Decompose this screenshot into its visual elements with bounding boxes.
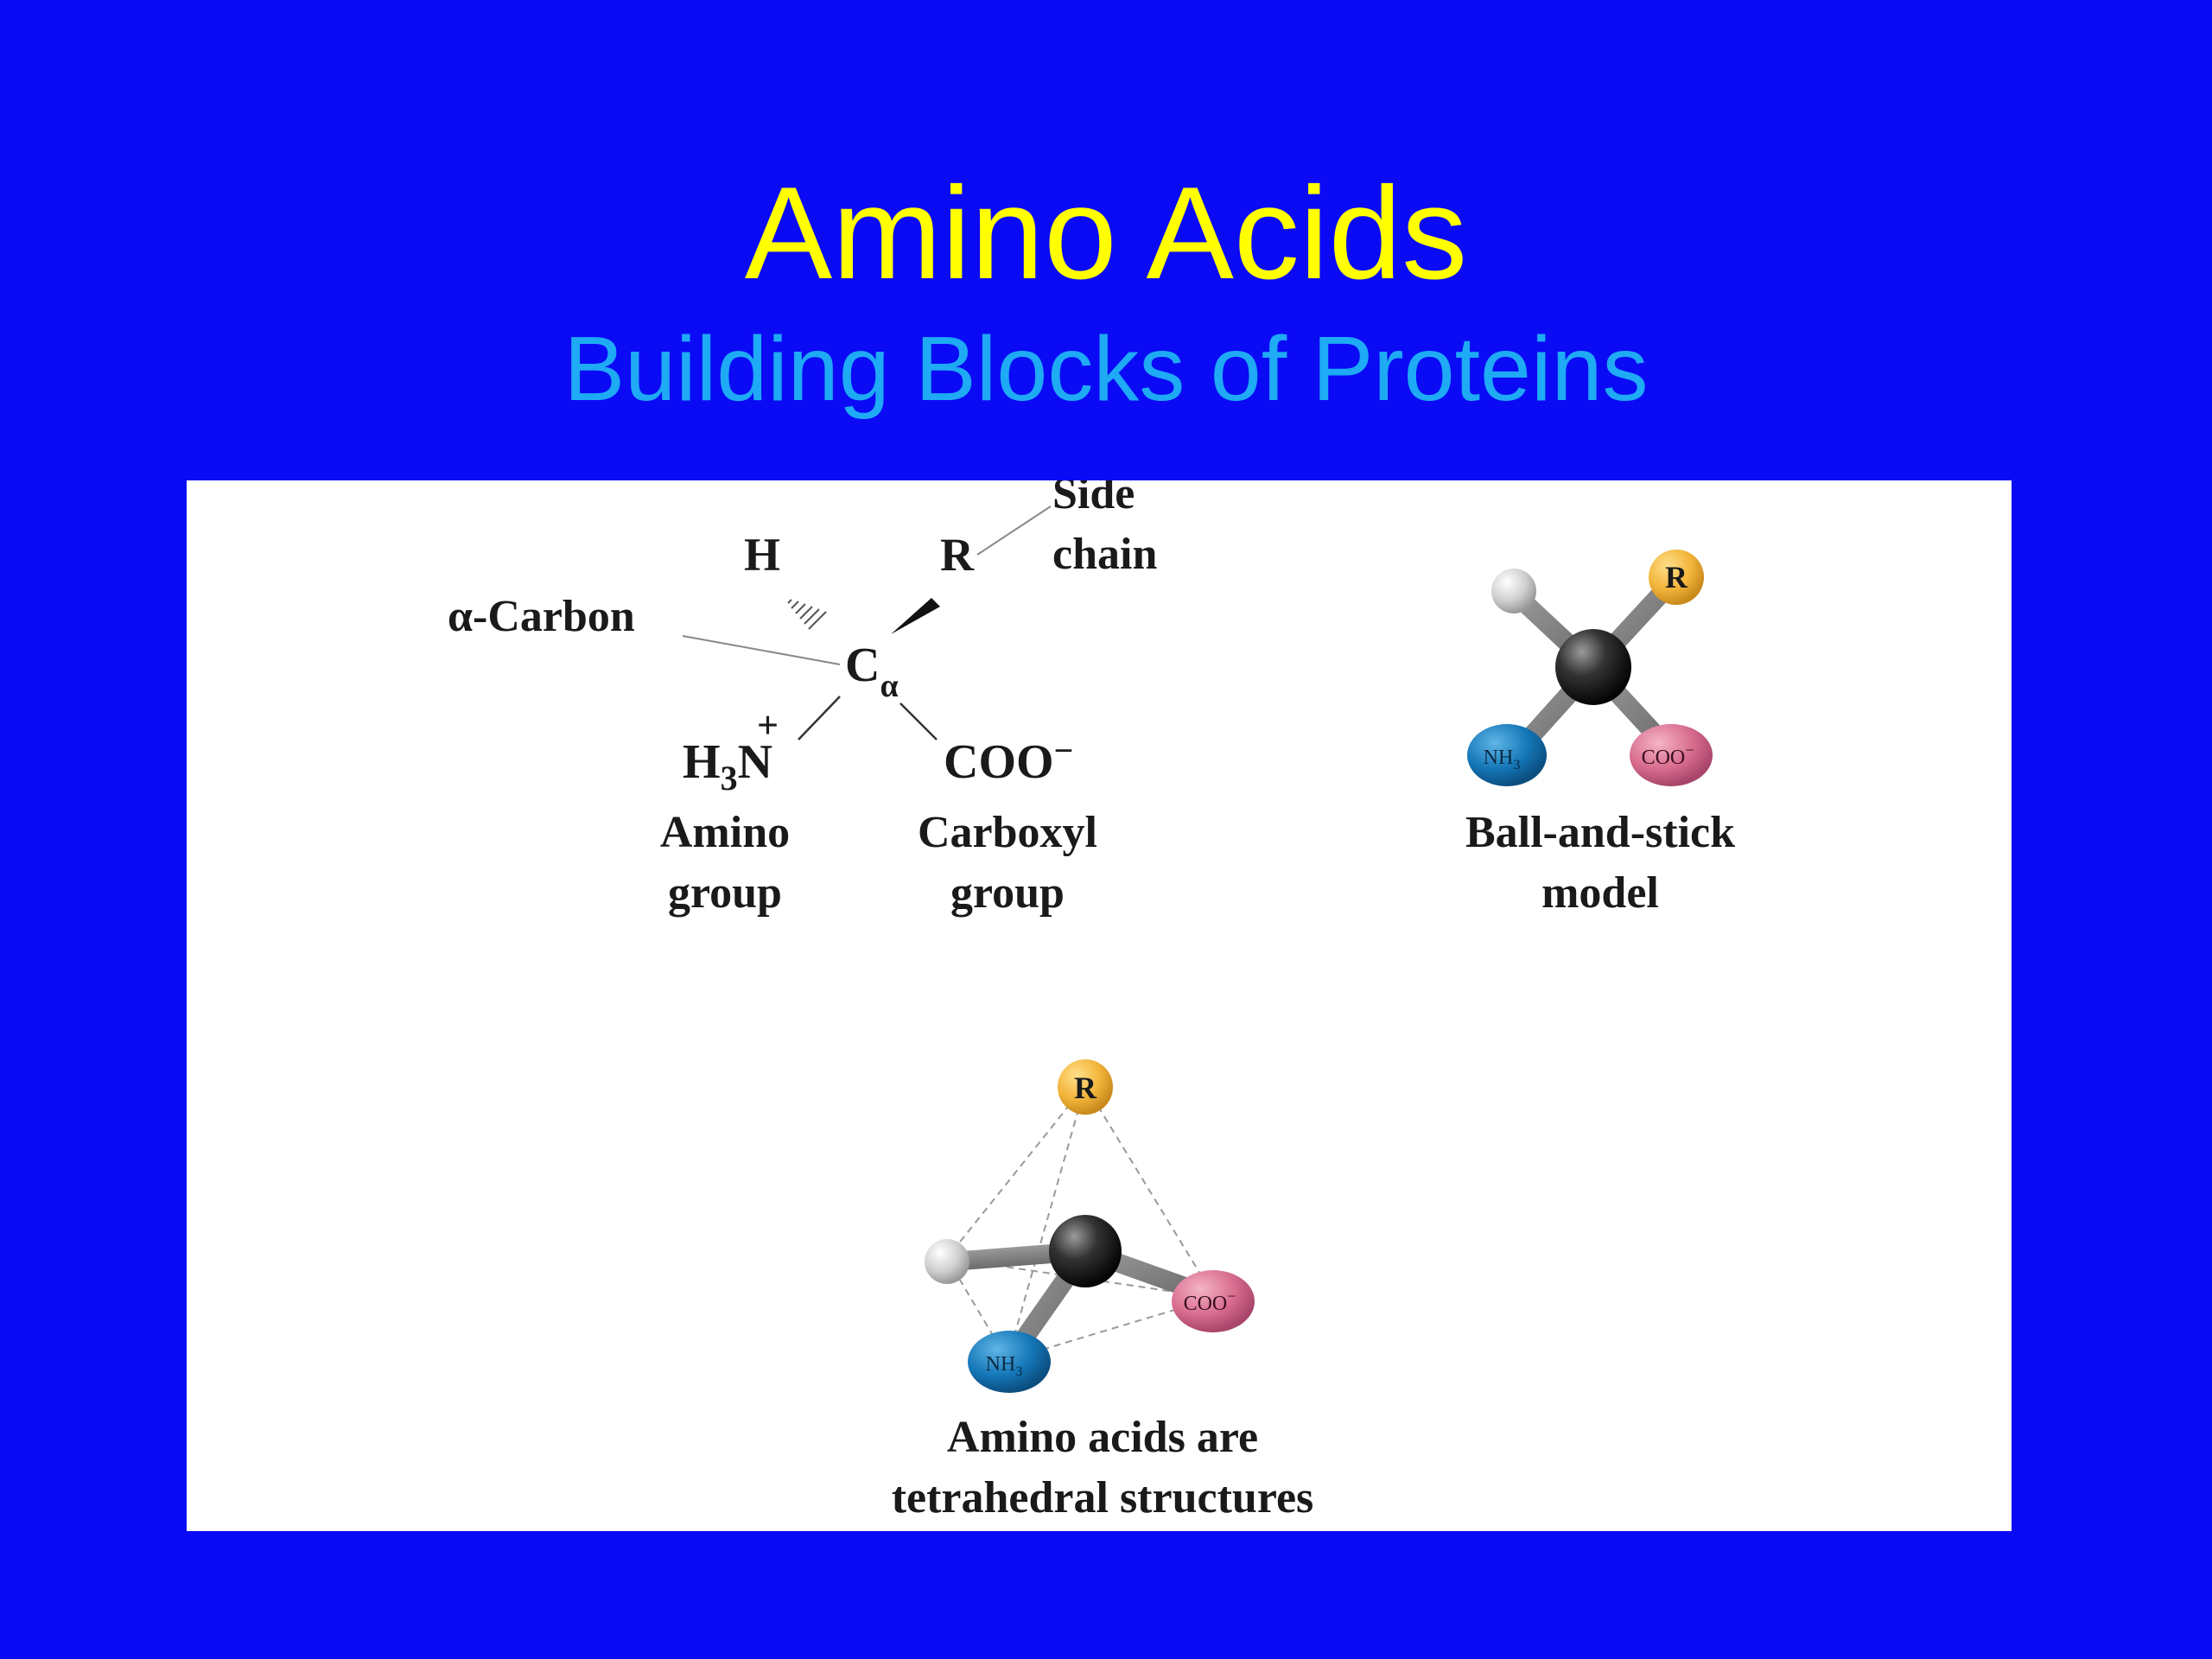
carboxyl-bond — [899, 702, 938, 741]
tetra-coo-label: COO− — [1184, 1287, 1236, 1315]
carboxylate-formula: COO− — [944, 731, 1073, 789]
tetrahedral-caption-line1: Amino acids are — [947, 1413, 1258, 1462]
alpha-carbon-symbol: Cα — [845, 639, 899, 704]
carbon-ball — [1555, 629, 1631, 705]
alpha-carbon-leader-line — [682, 635, 841, 665]
ball-coo-label: COO− — [1642, 741, 1694, 769]
carboxyl-group-label-line2: group — [950, 868, 1065, 918]
ball-nh-label: NH3 — [1484, 747, 1521, 772]
tetra-r-label: R — [1074, 1071, 1097, 1105]
diagram-panel: Side chain H R α-Carbon Cα + H3N COO− Am… — [187, 480, 2012, 1531]
tetra-carboxyl-ball — [1172, 1270, 1255, 1332]
hydrogen-atom-label: H — [744, 529, 780, 581]
amino-charge: + — [757, 704, 779, 747]
slide-subtitle: Building Blocks of Proteins — [563, 318, 1649, 420]
ball-and-stick-model: R NH3 COO− Ball-and-stick model — [1465, 550, 1735, 918]
tetra-nh-label: NH3 — [986, 1353, 1023, 1379]
ball-r-label: R — [1665, 560, 1688, 594]
amino-acid-diagram: Side chain H R α-Carbon Cα + H3N COO− Am… — [448, 480, 1735, 1522]
alpha-carbon-label: α-Carbon — [448, 592, 635, 641]
tetra-amino-ball — [968, 1331, 1051, 1393]
tetra-r-group-ball — [1058, 1059, 1113, 1115]
structural-formula: Side chain H R α-Carbon Cα + H3N COO− Am… — [448, 480, 1157, 918]
hydrogen-ball — [1491, 569, 1536, 613]
side-chain-label-line2: chain — [1052, 530, 1157, 579]
slide-title: Amino Acids — [744, 160, 1468, 307]
r-group-label: R — [940, 529, 975, 581]
amino-group-label-line1: Amino — [660, 808, 790, 857]
amino-group-label-line2: group — [668, 868, 782, 918]
side-chain-label-line1: Side — [1052, 480, 1135, 518]
carboxyl-group-label-line1: Carboxyl — [918, 808, 1097, 857]
hashed-bond — [787, 599, 827, 630]
carboxyl-ball — [1630, 724, 1713, 786]
ball-and-stick-caption-line2: model — [1541, 868, 1659, 918]
tetra-hydrogen-ball — [925, 1239, 969, 1284]
tetra-carbon-ball — [1049, 1215, 1122, 1287]
amino-formula: H3N — [683, 735, 772, 798]
r-group-ball — [1649, 550, 1704, 605]
side-chain-leader-line — [976, 505, 1052, 556]
tetrahedral-caption-line2: tetrahedral structures — [892, 1473, 1314, 1522]
ball-and-stick-caption-line1: Ball-and-stick — [1465, 808, 1735, 857]
amino-ball — [1467, 724, 1547, 786]
wedge-bond — [891, 598, 940, 634]
tetrahedral-model: R COO− NH3 Amino acids are tetrahedral s… — [892, 1059, 1314, 1522]
amino-bond — [798, 696, 841, 741]
